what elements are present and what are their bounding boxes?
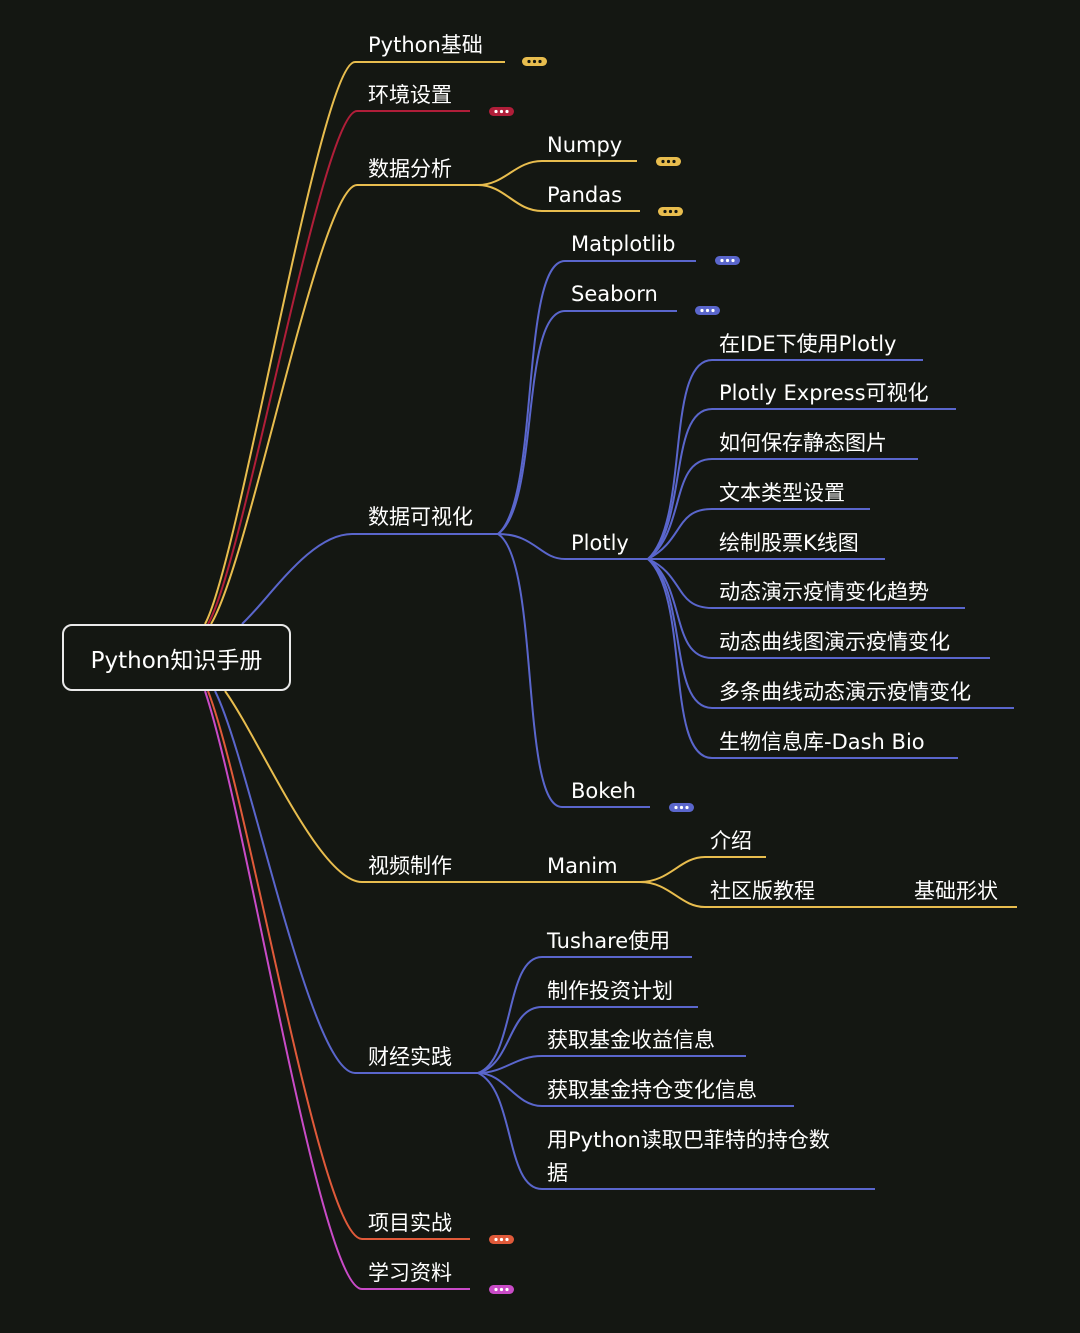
plotly-connectors [647,359,1014,759]
connector-data-viz [241,533,498,625]
connector-fin-5 [477,1072,875,1190]
connector-fin-2 [477,1006,698,1074]
video-connectors [639,856,1017,908]
connector-fin-4 [477,1072,794,1107]
expand-button-numpy[interactable] [656,157,681,166]
connector-numpy [477,160,637,186]
connector-matplotlib [497,260,696,535]
expand-button-pandas[interactable] [658,207,683,216]
collapse-badges [489,57,740,1294]
node-data-analysis[interactable]: 数据分析 [368,157,452,181]
connector-plotly-8 [647,558,1014,709]
connector-fin-1 [477,956,692,1074]
node-fin-5-line2[interactable]: 据 [547,1161,568,1185]
node-plotly-7[interactable]: 动态曲线图演示疫情变化 [719,630,950,654]
root-node-label: Python知识手册 [90,647,263,674]
node-fin-3[interactable]: 获取基金收益信息 [547,1028,715,1052]
connector-python-basics [204,61,505,625]
node-video[interactable]: 视频制作 [368,854,452,878]
expand-button-bokeh[interactable] [669,803,694,812]
connector-plotly-2 [647,408,956,560]
node-numpy[interactable]: Numpy [547,133,622,157]
node-env-setup[interactable]: 环境设置 [368,83,452,107]
expand-button-matplotlib[interactable] [715,256,740,265]
node-manim-community[interactable]: 社区版教程 [710,879,815,903]
node-fin-5-line1[interactable]: 用Python读取巴菲特的持仓数 [547,1128,830,1152]
node-manim[interactable]: Manim [547,854,618,878]
expand-button-python-basics[interactable] [522,57,547,66]
finance-connectors [477,956,875,1190]
node-plotly-5[interactable]: 绘制股票K线图 [719,531,859,555]
node-plotly-9[interactable]: 生物信息库-Dash Bio [719,730,925,754]
node-finance[interactable]: 财经实践 [368,1045,452,1069]
connector-plotly-3 [647,458,918,560]
node-plotly-2[interactable]: Plotly Express可视化 [719,381,929,405]
node-plotly-3[interactable]: 如何保存静态图片 [719,431,887,455]
expand-button-seaborn[interactable] [695,306,720,315]
node-resources[interactable]: 学习资料 [368,1261,452,1285]
connector-projects [207,690,470,1240]
data-analysis-connectors [477,160,640,212]
node-plotly[interactable]: Plotly [571,531,629,555]
node-python-basics[interactable]: Python基础 [368,33,483,57]
connector-plotly-9 [647,558,958,759]
connector-data-analysis [210,184,478,625]
expand-button-projects[interactable] [489,1235,514,1244]
connector-plotly-6 [647,558,965,609]
connector-finance [214,690,478,1074]
node-plotly-6[interactable]: 动态演示疫情变化趋势 [719,580,929,604]
node-plotly-8[interactable]: 多条曲线动态演示疫情变化 [719,680,971,704]
connector-seaborn [497,310,677,535]
node-data-viz[interactable]: 数据可视化 [368,505,473,529]
node-pandas[interactable]: Pandas [547,183,622,207]
connector-bokeh [497,533,650,808]
expand-button-env-setup[interactable] [489,107,514,116]
connector-pandas [477,184,640,212]
root-node[interactable]: Python知识手册 [62,624,291,691]
node-projects[interactable]: 项目实战 [368,1211,452,1235]
connector-env-setup [207,110,470,625]
connector-plotly-7 [647,558,990,659]
connector-manim-intro [639,856,766,883]
connector-video [224,690,640,883]
node-plotly-4[interactable]: 文本类型设置 [719,481,845,505]
node-labels: Python基础 环境设置 数据分析 数据可视化 视频制作 财经实践 项目实战 … [368,33,998,1285]
connector-manim-community [639,881,1017,908]
node-manim-shapes[interactable]: 基础形状 [914,879,998,903]
node-seaborn[interactable]: Seaborn [571,282,658,306]
node-fin-4[interactable]: 获取基金持仓变化信息 [547,1078,757,1102]
root-connectors [204,61,640,1290]
connector-resources [204,690,470,1290]
node-fin-1[interactable]: Tushare使用 [546,929,670,953]
node-matplotlib[interactable]: Matplotlib [571,232,675,256]
node-fin-2[interactable]: 制作投资计划 [547,979,673,1003]
connector-fin-3 [477,1055,746,1074]
node-plotly-1[interactable]: 在IDE下使用Plotly [719,332,896,356]
node-manim-intro[interactable]: 介绍 [710,829,752,853]
node-bokeh[interactable]: Bokeh [571,779,636,803]
expand-button-resources[interactable] [489,1285,514,1294]
data-viz-connectors [497,260,696,808]
connector-plotly-4 [647,508,870,560]
connector-plotly [497,533,648,560]
connector-plotly-1 [647,359,923,560]
